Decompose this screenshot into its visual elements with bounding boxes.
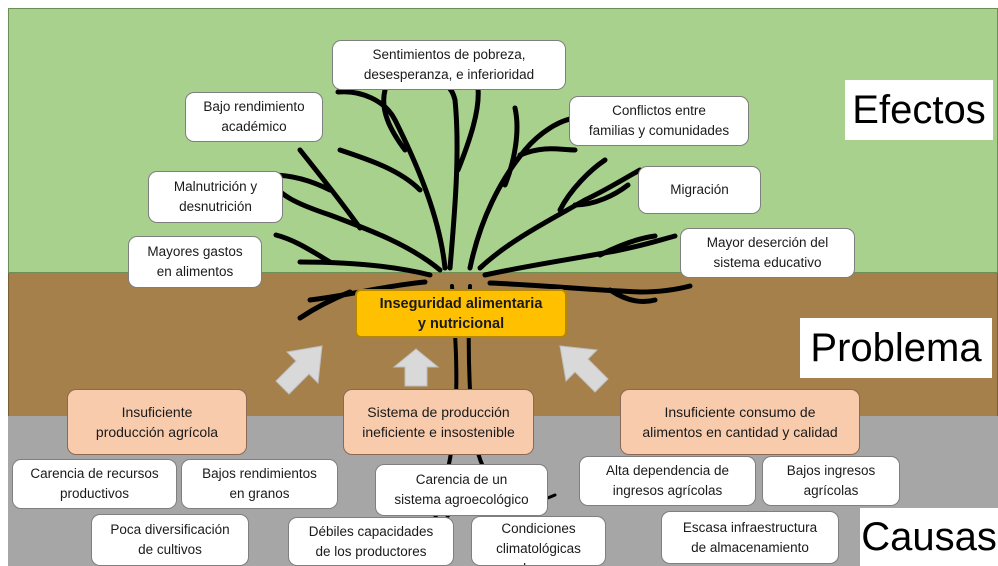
problem-section-label: Problema bbox=[800, 318, 992, 378]
arrow-up-icon bbox=[392, 348, 440, 387]
effect-box-conflictos: Conflictos entre familias y comunidades bbox=[569, 96, 749, 146]
cause-box-infraestructura: Escasa infraestructura de almacenamiento bbox=[661, 511, 839, 564]
causes-section-label: Causas bbox=[860, 508, 998, 566]
cause-box-agroecologico: Carencia de un sistema agroecológico bbox=[375, 464, 548, 516]
cause-group-sistema: Sistema de producción ineficiente e inso… bbox=[343, 389, 534, 455]
cause-box-dependencia: Alta dependencia de ingresos agrícolas bbox=[579, 456, 756, 506]
cause-group-produccion: Insuficiente producción agrícola bbox=[67, 389, 247, 455]
cause-box-ingresos: Bajos ingresos agrícolas bbox=[762, 456, 900, 506]
problem-box: Inseguridad alimentaria y nutricional bbox=[355, 289, 567, 338]
effect-box-desercion: Mayor deserción del sistema educativo bbox=[680, 228, 855, 278]
effects-section-label: Efectos bbox=[845, 80, 993, 140]
effect-box-gastos-alimentos: Mayores gastos en alimentos bbox=[128, 236, 262, 288]
effect-box-rendimiento-academico: Bajo rendimiento académico bbox=[185, 92, 323, 142]
arrow-up-right-icon bbox=[275, 345, 323, 395]
effect-box-malnutricion: Malnutrición y desnutrición bbox=[148, 171, 283, 223]
cause-box-diversificacion: Poca diversificación de cultivos bbox=[91, 514, 249, 566]
cause-box-recursos: Carencia de recursos productivos bbox=[12, 459, 177, 509]
cause-box-capacidades: Débiles capacidades de los productores bbox=[288, 517, 454, 566]
effect-box-pobreza: Sentimientos de pobreza, desesperanza, e… bbox=[332, 40, 566, 90]
arrow-up-left-icon bbox=[559, 345, 609, 393]
cause-box-clima: Condiciones climatológicas adversas bbox=[471, 516, 606, 566]
cause-box-rendimientos-granos: Bajos rendimientos en granos bbox=[181, 459, 338, 509]
cause-group-consumo: Insuficiente consumo de alimentos en can… bbox=[620, 389, 860, 455]
effect-box-migracion: Migración bbox=[638, 166, 761, 214]
